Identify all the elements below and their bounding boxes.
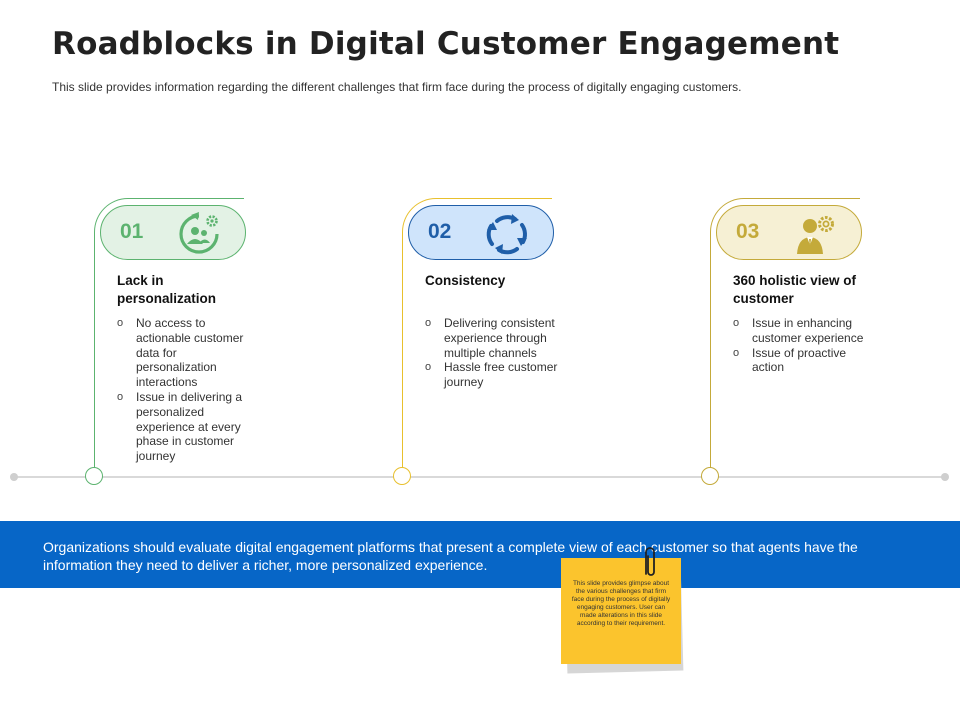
- card-1-pill: 01: [100, 205, 246, 260]
- paperclip-icon: [645, 547, 655, 576]
- connector-1: [94, 198, 244, 480]
- timeline-node-3: [701, 467, 719, 485]
- card-3-point-1: Issue in enhancing customer experience: [733, 316, 868, 346]
- card-3-pill: 03: [716, 205, 862, 260]
- card-3-point-2: Issue of proactive action: [733, 346, 868, 376]
- circular-arrows-icon: [486, 214, 527, 255]
- timeline-node-2: [393, 467, 411, 485]
- card-3-points: Issue in enhancing customer experience I…: [733, 316, 868, 375]
- card-2-pill: 02: [408, 205, 554, 260]
- slide-title: Roadblocks in Digital Customer Engagemen…: [52, 26, 840, 62]
- timeline-start-dot: [10, 473, 18, 481]
- timeline-node-1: [85, 467, 103, 485]
- card-2-point-2: Hassle free customer journey: [425, 360, 560, 390]
- sticky-note-text: This slide provides glimpse about the va…: [571, 580, 671, 627]
- card-2-title: Consistency: [425, 273, 506, 288]
- connector-2: [402, 198, 552, 480]
- card-1-number: 01: [120, 220, 144, 243]
- user-gear-cycle-icon: [179, 212, 219, 254]
- timeline-line: [14, 476, 946, 478]
- card-1-point-1: No access to actionable customer data fo…: [117, 316, 252, 390]
- connector-3: [710, 198, 860, 480]
- card-3-title: 360 holistic view of customer: [733, 273, 857, 306]
- card-1-points: No access to actionable customer data fo…: [117, 316, 252, 464]
- timeline-end-dot: [941, 473, 949, 481]
- banner-text: Organizations should evaluate digital en…: [43, 539, 858, 573]
- card-2-points: Delivering consistent experience through…: [425, 316, 560, 390]
- card-1-point-2: Issue in delivering a personalized exper…: [117, 390, 252, 464]
- card-2-point-1: Delivering consistent experience through…: [425, 316, 560, 360]
- card-1-title: Lack in personalization: [117, 273, 217, 306]
- card-3-number: 03: [736, 220, 760, 243]
- summary-banner: Organizations should evaluate digital en…: [0, 521, 960, 588]
- slide-subtitle: This slide provides information regardin…: [52, 80, 742, 94]
- businessman-gear-icon: [797, 216, 834, 254]
- sticky-note: This slide provides glimpse about the va…: [561, 558, 681, 664]
- card-2-number: 02: [428, 220, 452, 243]
